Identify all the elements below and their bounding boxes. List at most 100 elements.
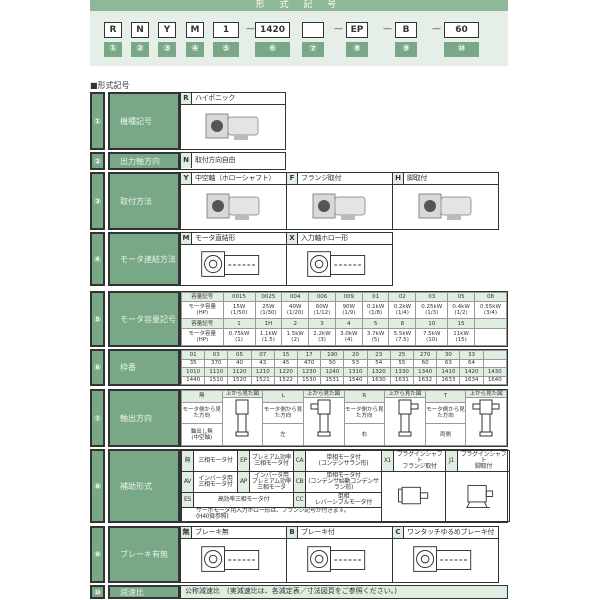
table-cell: 53	[343, 358, 368, 368]
code-number-2: ②	[131, 42, 149, 57]
table-cell: 1631	[389, 375, 415, 385]
table-cell: 1632	[413, 375, 438, 385]
table-cell: 45	[273, 358, 299, 368]
table-row: モータ容量 (HP)0.75kW (1)1.1kW (1.5)1.5kW (2)…	[181, 327, 508, 347]
direction-code: R	[343, 390, 386, 403]
aux-value: 単相モータ付 (コンデンサ始動コンデンサラン形)	[305, 471, 382, 494]
gearmotor-image	[181, 105, 285, 149]
table-cell: 1010	[180, 367, 206, 377]
option-value: ブレーキ無	[195, 528, 229, 536]
table-cell: 54	[366, 358, 391, 368]
option-value: 入力軸ホロー形	[301, 234, 348, 242]
table-cell: モータ容量 (HP)	[181, 301, 224, 320]
table-cell: 60W (1/12)	[308, 301, 336, 320]
code-box-10: 60	[444, 22, 479, 38]
code-number-6: ⑥	[255, 42, 290, 57]
table-cell: 07	[250, 350, 275, 360]
table-cell: 270	[413, 350, 438, 360]
gearmotor-drawing	[181, 539, 286, 581]
table-cell: 8	[388, 318, 417, 329]
row-label: 補助形式	[108, 449, 180, 523]
table-cell: 1531	[320, 375, 345, 385]
aux-value: プラグインシャフト フランジ取付	[393, 449, 446, 473]
row-label: 枠番	[108, 349, 180, 386]
aux-key: CC	[293, 492, 306, 508]
option-key: H	[393, 173, 404, 184]
table-cell: 2	[281, 318, 310, 329]
option-value: 取付方向自由	[195, 156, 236, 164]
aux-value: インバータ用 プレミアム効率 三相モータ	[249, 471, 294, 494]
table-cell: 190	[320, 350, 345, 360]
table-cell: 1430	[482, 367, 508, 377]
code-box-4: M	[186, 22, 204, 38]
code-box-2: N	[131, 22, 149, 38]
table-cell: 0.2kW (1/4)	[388, 301, 417, 320]
table-cell: 2.2kW (3)	[308, 327, 336, 347]
table-cell: 55	[389, 358, 415, 368]
table-cell: 25W (1/30)	[254, 301, 283, 320]
row-label: 軸出方向	[108, 389, 180, 447]
table-cell	[482, 358, 508, 368]
table-cell: 1420	[459, 367, 484, 377]
option-key: N	[181, 153, 192, 168]
gearmotor-drawing	[181, 245, 286, 284]
table-cell: 1521	[250, 375, 275, 385]
table-cell: 1.1kW (1.5)	[254, 327, 283, 347]
table-cell: 40W (1/20)	[281, 301, 310, 320]
table-cell: 30	[436, 350, 461, 360]
table-cell	[473, 327, 508, 347]
code-number-8: ⑧	[346, 42, 368, 57]
table-cell: 1310	[343, 367, 368, 377]
gearmotor-image	[287, 185, 392, 228]
table-cell: 01	[361, 291, 390, 303]
aux-value: インバータ用 三相モータ付	[193, 471, 238, 494]
table-cell: 03	[204, 350, 229, 360]
aux-value: プレミアム効率 三相モータ付	[249, 449, 294, 473]
row-number: ③	[90, 172, 105, 230]
table-cell: 1320	[366, 367, 391, 377]
row-label: 取付方法	[108, 172, 180, 230]
motor-side-view-label: モータ側から見た方向	[343, 401, 386, 425]
aux-key: EP	[237, 449, 250, 473]
table-cell: 01	[180, 350, 206, 360]
gearmotor-image	[393, 185, 498, 228]
shaft-direction-drawing	[385, 398, 425, 440]
flange-mount-drawing	[381, 471, 446, 522]
code-box-9: B	[395, 22, 417, 38]
section-title: ■形式記号	[90, 81, 130, 90]
separator-dash: —	[432, 24, 441, 34]
table-cell: 容量記号	[181, 318, 224, 329]
aux-value: 単相 レバーシブルモータ付	[305, 492, 382, 508]
table-cell: 1240	[320, 367, 345, 377]
table-cell: 1640	[482, 375, 508, 385]
table-cell: 11kW (15)	[447, 327, 475, 347]
table-cell: 470	[297, 358, 322, 368]
code-number-9: ⑨	[395, 42, 417, 57]
table-cell: 64	[459, 358, 484, 368]
aux-key: CA	[293, 449, 306, 473]
code-box-7	[302, 22, 324, 38]
table-cell: 35	[180, 358, 206, 368]
code-number-1: ①	[104, 42, 122, 57]
row-number: ⑦	[90, 389, 105, 447]
table-cell: 009	[334, 291, 363, 303]
table-cell: 1220	[273, 367, 299, 377]
separator-dash: —	[246, 24, 255, 34]
direction-code: L	[262, 390, 304, 403]
row-number: ⑤	[90, 291, 105, 347]
table-cell: 40	[227, 358, 252, 368]
gearmotor-drawing	[393, 539, 498, 581]
option-value: 中空軸（ホローシャフト）	[195, 174, 276, 182]
option-key: F	[287, 173, 298, 184]
separator-dash: —	[334, 24, 343, 34]
